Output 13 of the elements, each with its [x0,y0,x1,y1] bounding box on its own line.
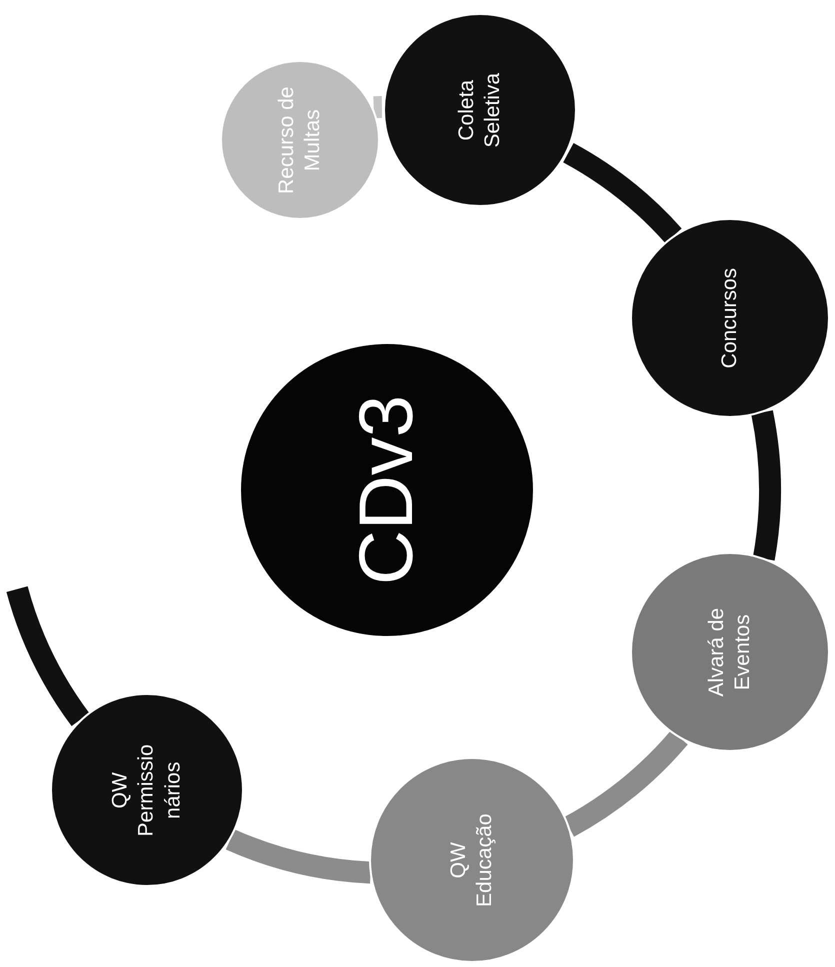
node-label: CDv3 [349,394,425,586]
node-label: QW Educação [446,812,497,909]
connector-arc [563,730,688,836]
node-label: Recurso de Multas [274,85,325,196]
connector-arc [373,96,382,118]
connector-arc [6,586,90,726]
connector-arc [751,410,781,560]
node-label: Alvará de Eventos [704,606,755,698]
node-label: QW Permissio nários [108,742,186,838]
node-label: Coleta Seletiva [454,72,505,150]
connector-arc [562,143,682,244]
node-label: Concursos [716,266,742,370]
connector-arc [226,829,372,884]
